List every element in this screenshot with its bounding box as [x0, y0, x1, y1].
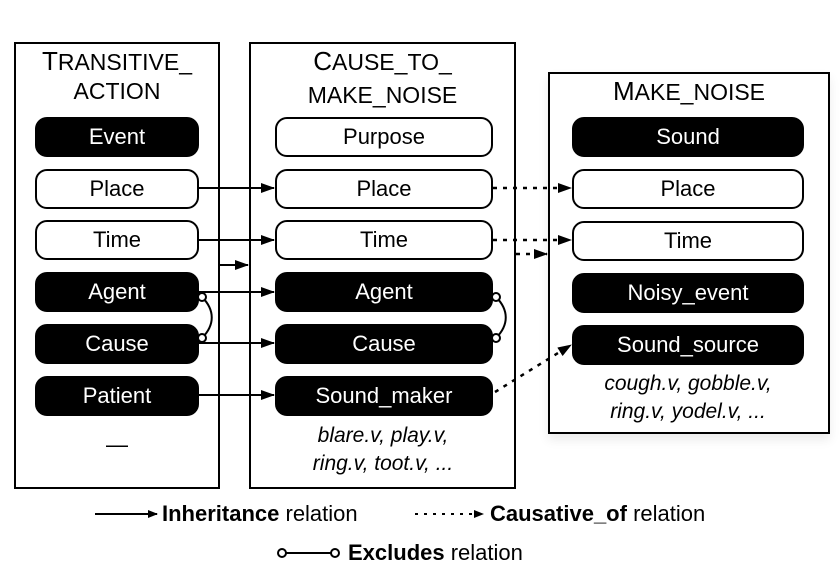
legend-causative-of: Causative_of relation [490, 501, 706, 526]
fe-place[interactable]: Place [275, 169, 493, 209]
excludes-end-cause [491, 333, 501, 343]
legend-excludes: Excludes relation [348, 540, 523, 565]
fe-purpose[interactable]: Purpose [275, 117, 493, 157]
fe-noisy-event[interactable]: Noisy_event [572, 273, 804, 313]
fe-cause[interactable]: Cause [275, 324, 493, 364]
frame-title: TRANSITIVE_ [41, 46, 193, 76]
frame-title: CAUSE_TO_ [313, 46, 452, 76]
excludes-end-agent [197, 292, 207, 302]
fe-patient[interactable]: Patient [35, 376, 199, 416]
excludes-link-frame2 [495, 296, 507, 339]
excludes-end-agent [491, 292, 501, 302]
fe-place[interactable]: Place [35, 169, 199, 209]
frame-title: MAKE_NOISE [612, 76, 766, 106]
fe-agent[interactable]: Agent [275, 272, 493, 312]
fe-sound-maker[interactable]: Sound_maker [275, 376, 493, 416]
excludes-link-frame1 [201, 296, 213, 339]
excludes-end-cause [197, 333, 207, 343]
fe-sound[interactable]: Sound [572, 117, 804, 157]
legend-excludes-end-icon [277, 548, 287, 558]
fe-sound-source[interactable]: Sound_source [572, 325, 804, 365]
fe-cause[interactable]: Cause [35, 324, 199, 364]
legend-excludes-end-icon [330, 548, 340, 558]
fe-time[interactable]: Time [35, 220, 199, 260]
fe-time[interactable]: Time [275, 220, 493, 260]
lexical-units: blare.v, play.v, ring.v, toot.v, ... [312, 424, 454, 475]
frame-title-line2: ACTION [73, 78, 161, 104]
causative-arrow-sound-maker [494, 343, 572, 394]
frame-title-line2: MAKE_NOISE [307, 82, 458, 108]
fe-event[interactable]: Event [35, 117, 199, 157]
fe-time[interactable]: Time [572, 221, 804, 261]
fe-place[interactable]: Place [572, 169, 804, 209]
lexical-units-none: — [106, 432, 128, 457]
fe-agent[interactable]: Agent [35, 272, 199, 312]
lexical-units: cough.v, gobble.v, ring.v, yodel.v, ... [604, 372, 772, 423]
legend-inheritance: Inheritance relation [162, 501, 358, 526]
